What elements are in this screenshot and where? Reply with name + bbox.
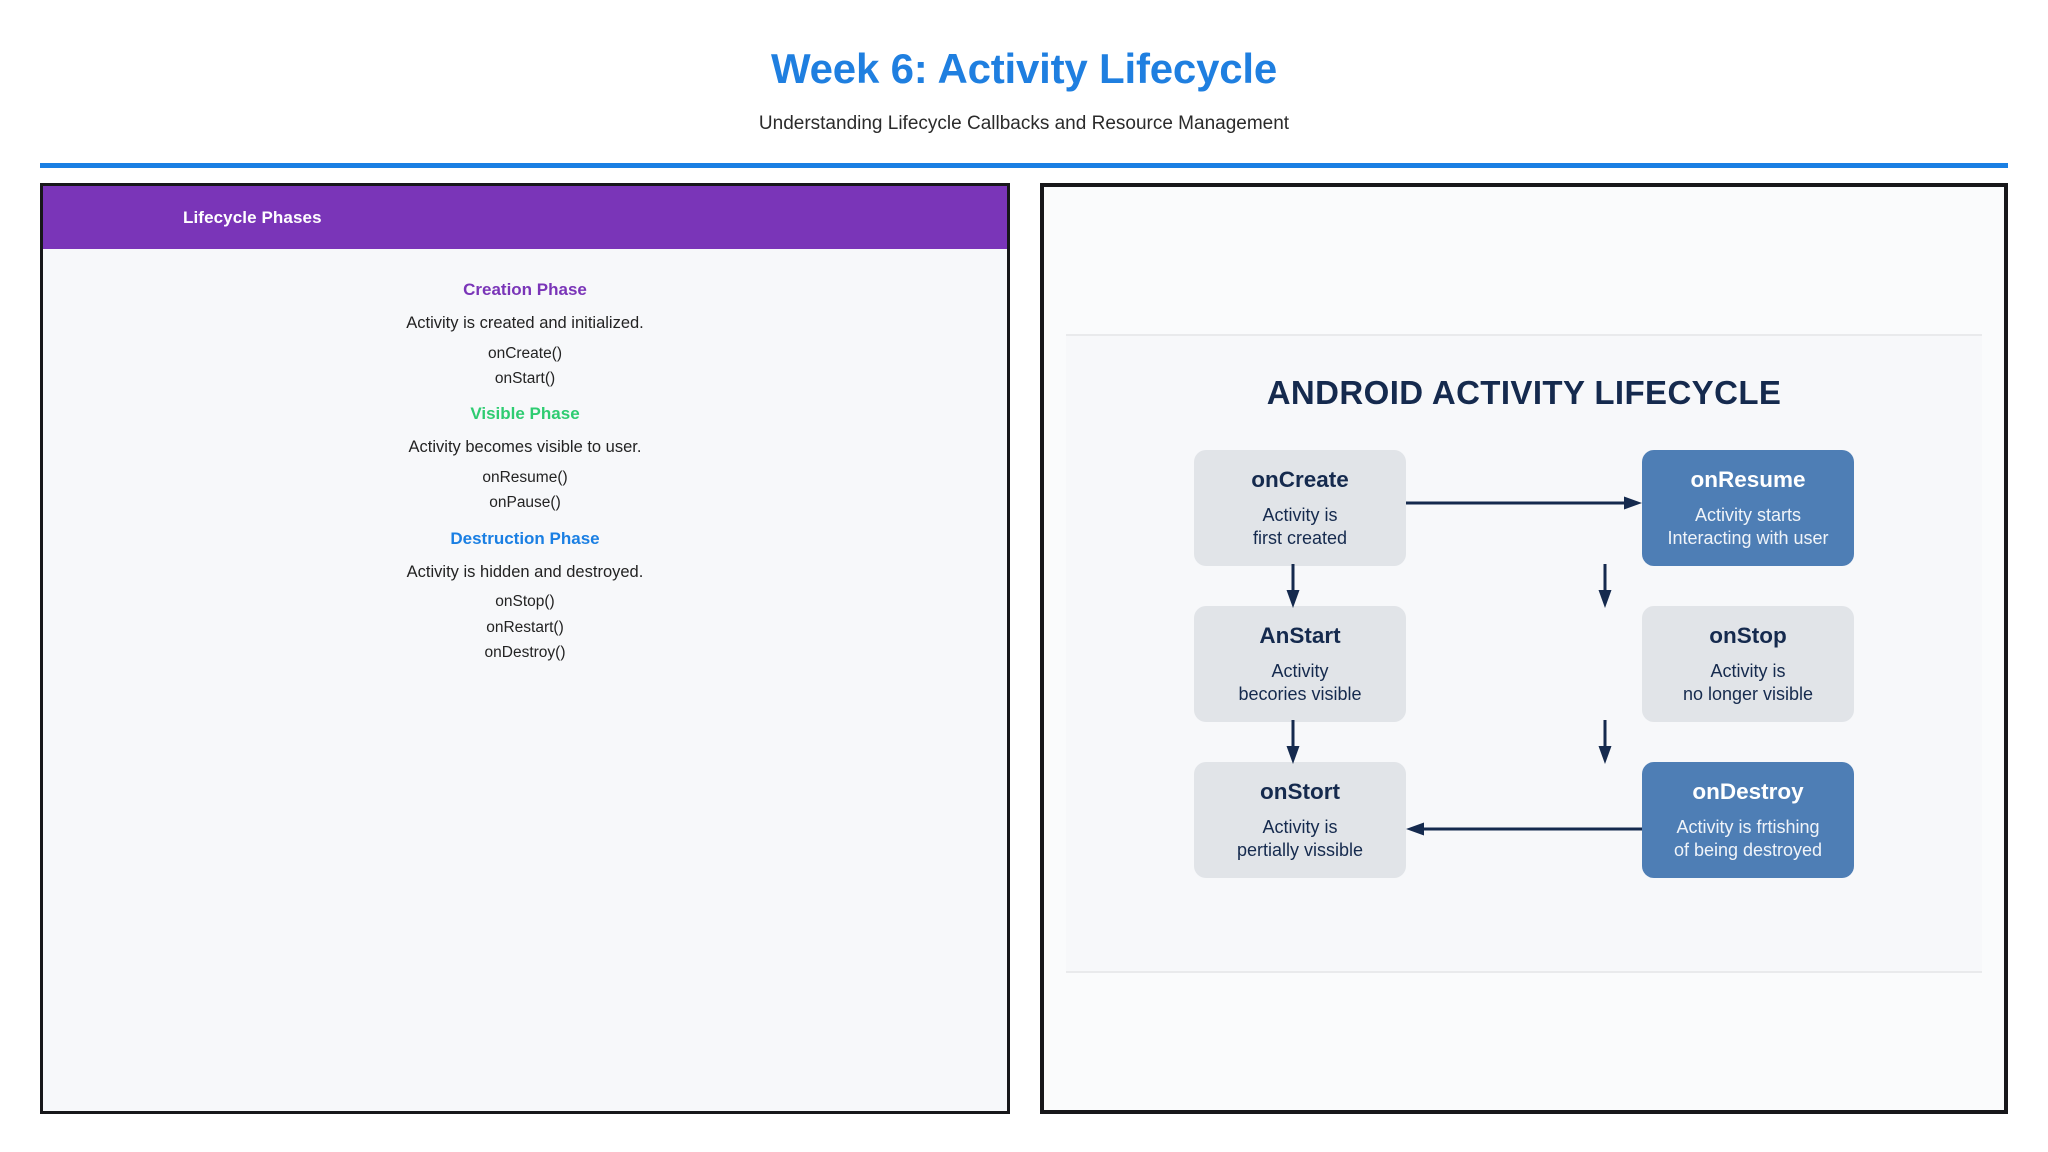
phase-title-destruction: Destruction Phase: [450, 528, 600, 548]
phase-block-creation: Creation Phase Activity is created and i…: [43, 273, 1007, 391]
slide-header: Week 6: Activity Lifecycle Understanding…: [0, 0, 2048, 136]
node-onstop-line2: no longer visible: [1682, 683, 1814, 704]
phase-callback-onpause: onPause(): [489, 494, 561, 512]
node-onstort: onStort Activity is pertially vissible: [1194, 762, 1406, 878]
node-onresume-line1: Activity starts: [1694, 504, 1801, 525]
arrow-onresume-to-onstop-icon: [1598, 564, 1612, 608]
diagram-grid: onCreate Activity is first created onRes…: [1194, 450, 1854, 878]
arrow-anstart-to-onstort-icon: [1286, 720, 1300, 764]
node-oncreate-line1: Activity is: [1262, 504, 1338, 525]
node-anstart-title: AnStart: [1259, 623, 1341, 649]
phase-block-visible: Visible Phase Activity becomes visible t…: [43, 397, 1007, 515]
page-subtitle: Understanding Lifecycle Callbacks and Re…: [758, 113, 1290, 135]
arrow-onstop-to-ondestroy-icon: [1598, 720, 1612, 764]
diagram-card: ANDROID ACTIVITY LIFECYCLE onCreate Acti…: [1066, 334, 1982, 973]
panel-header-title: Lifecycle Phases: [183, 207, 322, 227]
node-oncreate-title: onCreate: [1251, 467, 1349, 493]
header-divider: [40, 163, 2008, 168]
node-onstort-line2: pertially vissible: [1236, 839, 1364, 860]
node-onresume-line2: Interacting with user: [1667, 527, 1829, 548]
node-ondestroy-title: onDestroy: [1692, 779, 1804, 805]
node-ondestroy: onDestroy Activity is frtishing of being…: [1642, 762, 1854, 878]
node-ondestroy-line1: Activity is frtishing: [1676, 816, 1820, 837]
diagram-row-2: AnStart Activity becories visible onStop…: [1194, 564, 1854, 722]
phase-callback-ondestroy: onDestroy(): [484, 643, 566, 661]
node-onstop-title: onStop: [1709, 623, 1787, 649]
diagram-row-1: onCreate Activity is first created onRes…: [1194, 450, 1854, 566]
panel-header-bar: Lifecycle Phases: [43, 186, 1007, 249]
arrow-oncreate-to-anstart-icon: [1286, 564, 1300, 608]
phase-callback-onresume: onResume(): [482, 469, 568, 487]
phase-callback-onstop: onStop(): [495, 593, 555, 611]
arrow-oncreate-to-onresume-icon: [1406, 496, 1642, 510]
node-anstart: AnStart Activity becories visible: [1194, 606, 1406, 722]
node-oncreate: onCreate Activity is first created: [1194, 450, 1406, 566]
diagram-row-3: onStort Activity is pertially vissible o…: [1194, 720, 1854, 878]
phase-description-destruction: Activity is hidden and destroyed.: [406, 562, 644, 581]
node-onstop-line1: Activity is: [1710, 660, 1786, 681]
phase-callback-oncreate: onCreate(): [487, 344, 563, 362]
node-onstort-line1: Activity is: [1262, 816, 1338, 837]
node-oncreate-line2: first created: [1252, 527, 1348, 548]
phase-title-visible: Visible Phase: [470, 404, 580, 424]
phase-callback-onstart: onStart(): [494, 370, 556, 388]
phase-description-creation: Activity is created and initialized.: [406, 314, 644, 332]
node-onstop: onStop Activity is no longer visible: [1642, 606, 1854, 722]
node-anstart-line1: Activity: [1271, 660, 1329, 681]
phase-callback-onrestart: onRestart(): [486, 618, 564, 636]
node-onstort-title: onStort: [1260, 779, 1340, 805]
arrow-ondestroy-to-onstort-icon: [1406, 822, 1642, 836]
diagram-title: ANDROID ACTIVITY LIFECYCLE: [1266, 374, 1782, 411]
content-columns: Lifecycle Phases Creation Phase Activity…: [40, 183, 2008, 1114]
node-anstart-line2: becories visible: [1238, 683, 1362, 704]
node-onresume: onResume Activity starts Interacting wit…: [1642, 450, 1854, 566]
lifecycle-diagram-panel: ANDROID ACTIVITY LIFECYCLE onCreate Acti…: [1040, 183, 2008, 1114]
phase-block-destruction: Destruction Phase Activity is hidden and…: [43, 522, 1007, 666]
panel-body: Creation Phase Activity is created and i…: [43, 249, 1007, 1111]
node-onresume-title: onResume: [1690, 467, 1806, 493]
node-ondestroy-line2: of being destroyed: [1673, 839, 1823, 860]
lifecycle-phases-panel: Lifecycle Phases Creation Phase Activity…: [40, 183, 1010, 1114]
phase-title-creation: Creation Phase: [463, 280, 587, 299]
phase-description-visible: Activity becomes visible to user.: [408, 438, 642, 457]
page-title: Week 6: Activity Lifecycle: [770, 45, 1278, 92]
